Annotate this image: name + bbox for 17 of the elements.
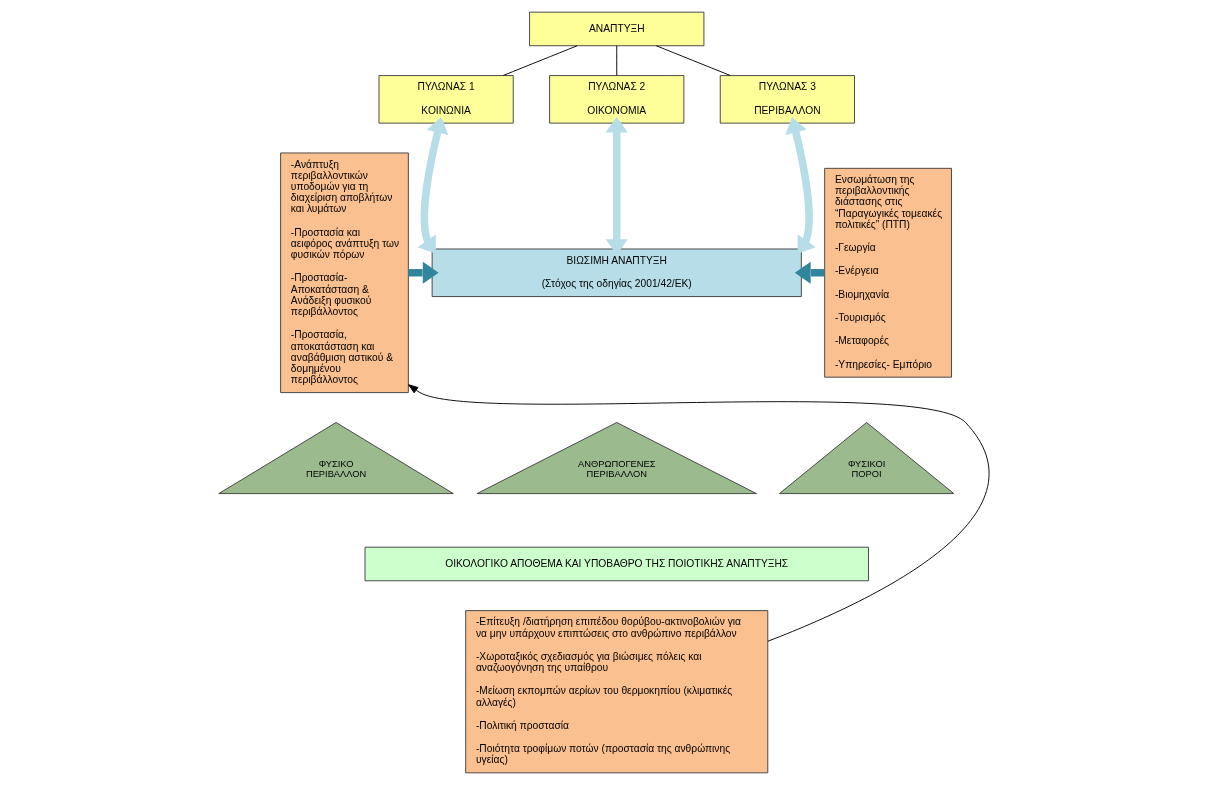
node-box: ΠΥΛΩΝΑΣ 1 ΚΟΙΝΩΝΙΑ [378,75,514,124]
node-box: ΟΙΚΟΛΟΓΙΚΟ ΑΠΟΘΕΜΑ ΚΑΙ ΥΠΟΒΑΘΡΟ ΤΗΣ ΠΟΙΟΤΙΚΗΣ ΑΝΑΠΤΥΞΗΣ [364,546,869,582]
arrow [407,384,989,642]
connector [615,45,617,76]
node-box: ΒΙΩΣΙΜΗ ΑΝΑΠΤΥΞΗ (Στόχος της οδηγίας 2001/42/ΕΚ) [431,248,802,297]
node-box: -Ανάπτυξη περιβαλλοντικών υποδομών για τη διαχείριση αποβλήτων και λυμάτων -Προστασία και αειφόρος ανάπτυξη των φυσικών πόρων -Προστασία- Αποκατάσταση & Ανάδειξη φυσικού περιβάλλοντος -Προστασία, αποκατάσταση και αναβάθμιση αστικού & δομημένου περιβάλλοντος [279,152,409,394]
node-box: ΠΥΛΩΝΑΣ 3 ΠΕΡΙΒΑΛΛΟΝ [719,75,855,124]
node-box: -Επίτευξη /διατήρηση επιπέδου θορύβου-ακτινοβολιών για να μην υπάρχουν επιπτώσεις στο ανθρώπινο περιβάλλον -Χωροταξικός σχεδιασμός για βιώσιμες πόλεις και αναζωογόνηση της υπαίθρου -Μείωση εκπομπών αερίων του θερμοκηπίου (κλιματικές αλλαγές) -Πολιτική προστασία -Ποιότητα τροφίμων ποτών (προστασία της ανθρώπινης υγείας) [464,610,768,774]
node-box: ΠΥΛΩΝΑΣ 2 ΟΙΚΟΝΟΜΙΑ [548,75,684,124]
arrow [794,261,824,284]
connector [655,45,731,76]
arrow [407,261,439,284]
arrow [417,117,448,254]
arrow [784,117,816,254]
node-box: Ενσωμάτωση της περιβαλλοντικής διάστασης στις “Παραγωγικές τομεακές πολιτικές” (ΠΤΠ) -Γεωργία -Ενέργεια -Βιομηχανία -Τουρισμός -Μεταφορές -Υπηρεσίες- Εμπόριο [823,167,952,378]
node-box: ΑΝΑΠΤΥΞΗ [528,11,704,47]
connector [502,45,578,76]
